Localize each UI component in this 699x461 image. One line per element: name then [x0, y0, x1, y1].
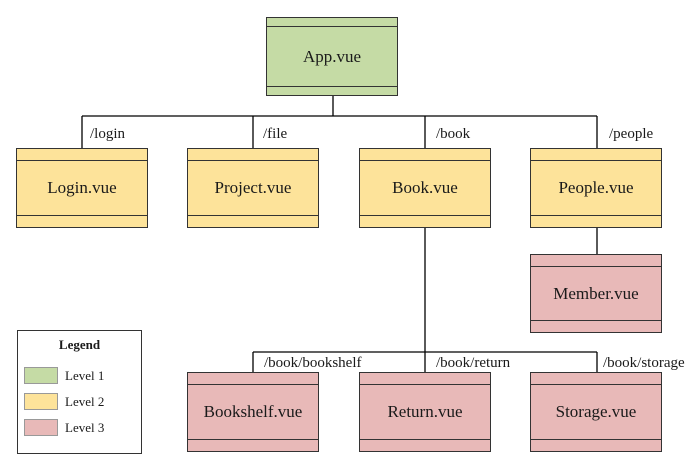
node-people-label: People.vue [558, 178, 634, 197]
legend-swatch-level-3 [24, 419, 58, 436]
legend-swatch-level-1 [24, 367, 58, 384]
legend-label-level-1: Level 1 [65, 367, 105, 383]
legend-label-level-2: Level 2 [65, 393, 105, 409]
legend-item-level-1: Level 1 [24, 367, 104, 384]
node-storage: Storage.vue [530, 372, 662, 452]
node-project-label: Project.vue [214, 178, 292, 197]
node-people: People.vue [530, 148, 662, 228]
node-bookshelf: Bookshelf.vue [187, 372, 319, 452]
route-label-people: /people [609, 126, 654, 142]
node-storage-label: Storage.vue [555, 402, 637, 421]
node-app: App.vue [266, 17, 398, 96]
legend-label-level-3: Level 3 [65, 419, 105, 435]
node-app-label: App.vue [302, 46, 362, 66]
legend-item-level-2: Level 2 [24, 393, 104, 410]
route-label-login: /login [90, 126, 126, 142]
node-return: Return.vue [359, 372, 491, 452]
node-book-label: Book.vue [392, 178, 458, 197]
node-project: Project.vue [187, 148, 319, 228]
legend: Legend Level 1 Level 2 Level 3 [17, 330, 142, 454]
route-label-storage: /book/storage [603, 355, 685, 371]
legend-item-level-3: Level 3 [24, 419, 104, 436]
node-login: Login.vue [16, 148, 148, 228]
legend-title: Legend [58, 337, 101, 352]
node-book: Book.vue [359, 148, 491, 228]
node-member-label: Member.vue [553, 283, 639, 303]
route-label-file: /file [263, 126, 288, 142]
node-login-label: Login.vue [47, 178, 117, 197]
node-return-label: Return.vue [387, 402, 463, 421]
route-label-book: /book [436, 126, 471, 142]
legend-swatch-level-2 [24, 393, 58, 410]
route-label-return: /book/return [436, 355, 511, 371]
route-label-bookshelf: /book/bookshelf [264, 355, 362, 371]
node-bookshelf-label: Bookshelf.vue [203, 402, 303, 421]
node-member: Member.vue [530, 254, 662, 333]
